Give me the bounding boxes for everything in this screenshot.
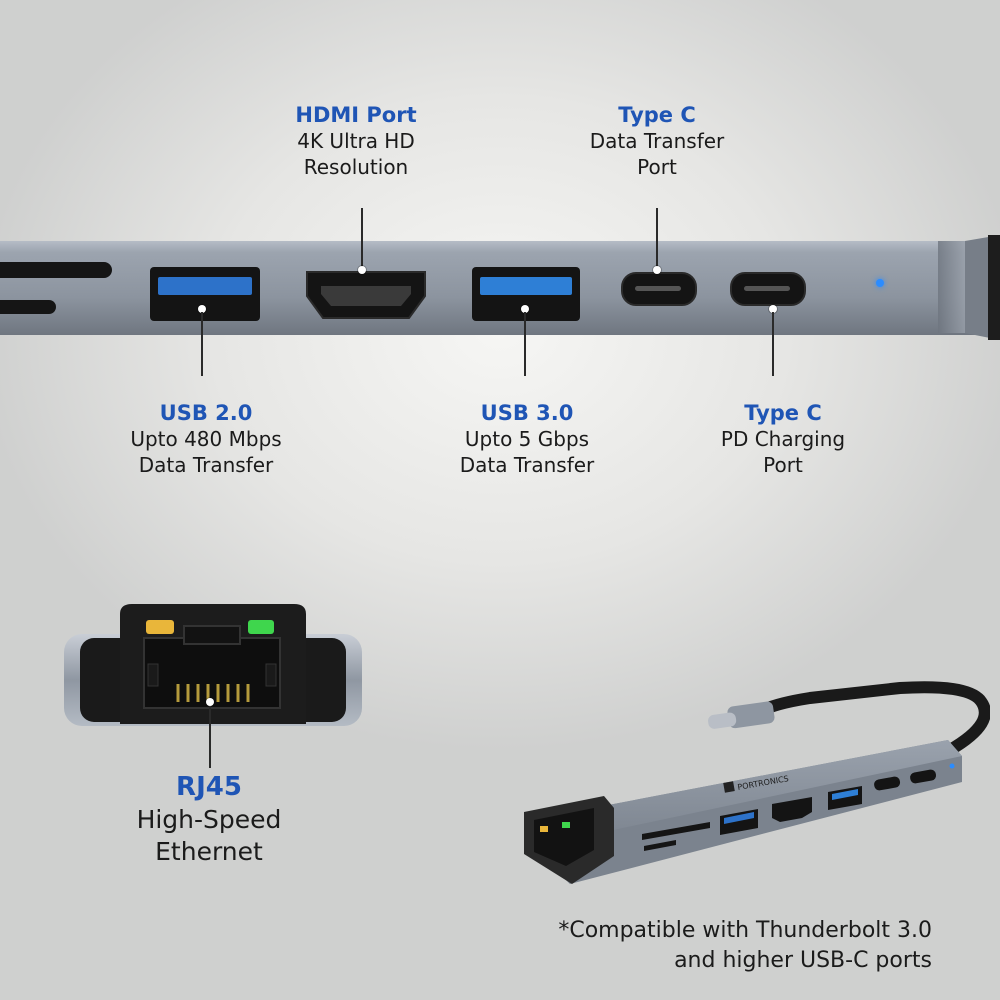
hdmi-port	[306, 271, 426, 319]
callout-title: RJ45	[176, 772, 242, 802]
callout-title: HDMI Port	[295, 103, 417, 127]
leader-dot-type-c-data	[653, 266, 661, 274]
callout-desc: PD Charging Port	[720, 427, 846, 477]
status-led	[876, 279, 884, 287]
micro-sd-slot	[0, 300, 56, 314]
leader-dot-usb3	[521, 305, 529, 313]
callout-hdmi: HDMI Port 4K Ultra HD Resolution	[256, 102, 456, 180]
callout-title: USB 3.0	[480, 401, 574, 425]
callout-usb2: USB 2.0 Upto 480 Mbps Data Transfer	[106, 400, 306, 478]
leader-dot-rj45	[206, 698, 214, 706]
leader-line-type-c-pd	[772, 312, 774, 376]
leader-line-hdmi	[361, 208, 363, 272]
leader-line-type-c-data	[656, 208, 658, 272]
usb-c-hub-product: PORTRONICS	[524, 681, 990, 884]
rj45-port-closeup	[64, 604, 362, 726]
type-c-pd-port	[730, 272, 806, 306]
callout-type-c-data: Type C Data Transfer Port	[557, 102, 757, 180]
leader-line-rj45	[209, 706, 211, 768]
callout-desc: Data Transfer Port	[589, 129, 725, 179]
callout-desc: Upto 5 Gbps Data Transfer	[459, 427, 595, 477]
leader-dot-type-c-pd	[769, 305, 777, 313]
leader-dot-usb2	[198, 305, 206, 313]
callout-title: Type C	[618, 103, 696, 127]
callout-desc: 4K Ultra HD Resolution	[297, 129, 415, 179]
callout-rj45: RJ45 High-Speed Ethernet	[109, 770, 309, 868]
usb-3-port	[472, 267, 580, 321]
callout-desc: High-Speed Ethernet	[136, 805, 282, 866]
callout-usb3: USB 3.0 Upto 5 Gbps Data Transfer	[427, 400, 627, 478]
callout-title: Type C	[744, 401, 822, 425]
leader-line-usb2	[201, 312, 203, 376]
sd-card-slot	[0, 262, 112, 278]
type-c-data-port	[621, 272, 697, 306]
leader-line-usb3	[524, 312, 526, 376]
callout-title: USB 2.0	[159, 401, 253, 425]
callout-desc: Upto 480 Mbps Data Transfer	[130, 427, 282, 477]
leader-dot-hdmi	[358, 266, 366, 274]
usb-2-port	[150, 267, 260, 321]
callout-type-c-pd: Type C PD Charging Port	[683, 400, 883, 478]
compatibility-footnote: *Compatible with Thunderbolt 3.0 and hig…	[558, 918, 932, 973]
